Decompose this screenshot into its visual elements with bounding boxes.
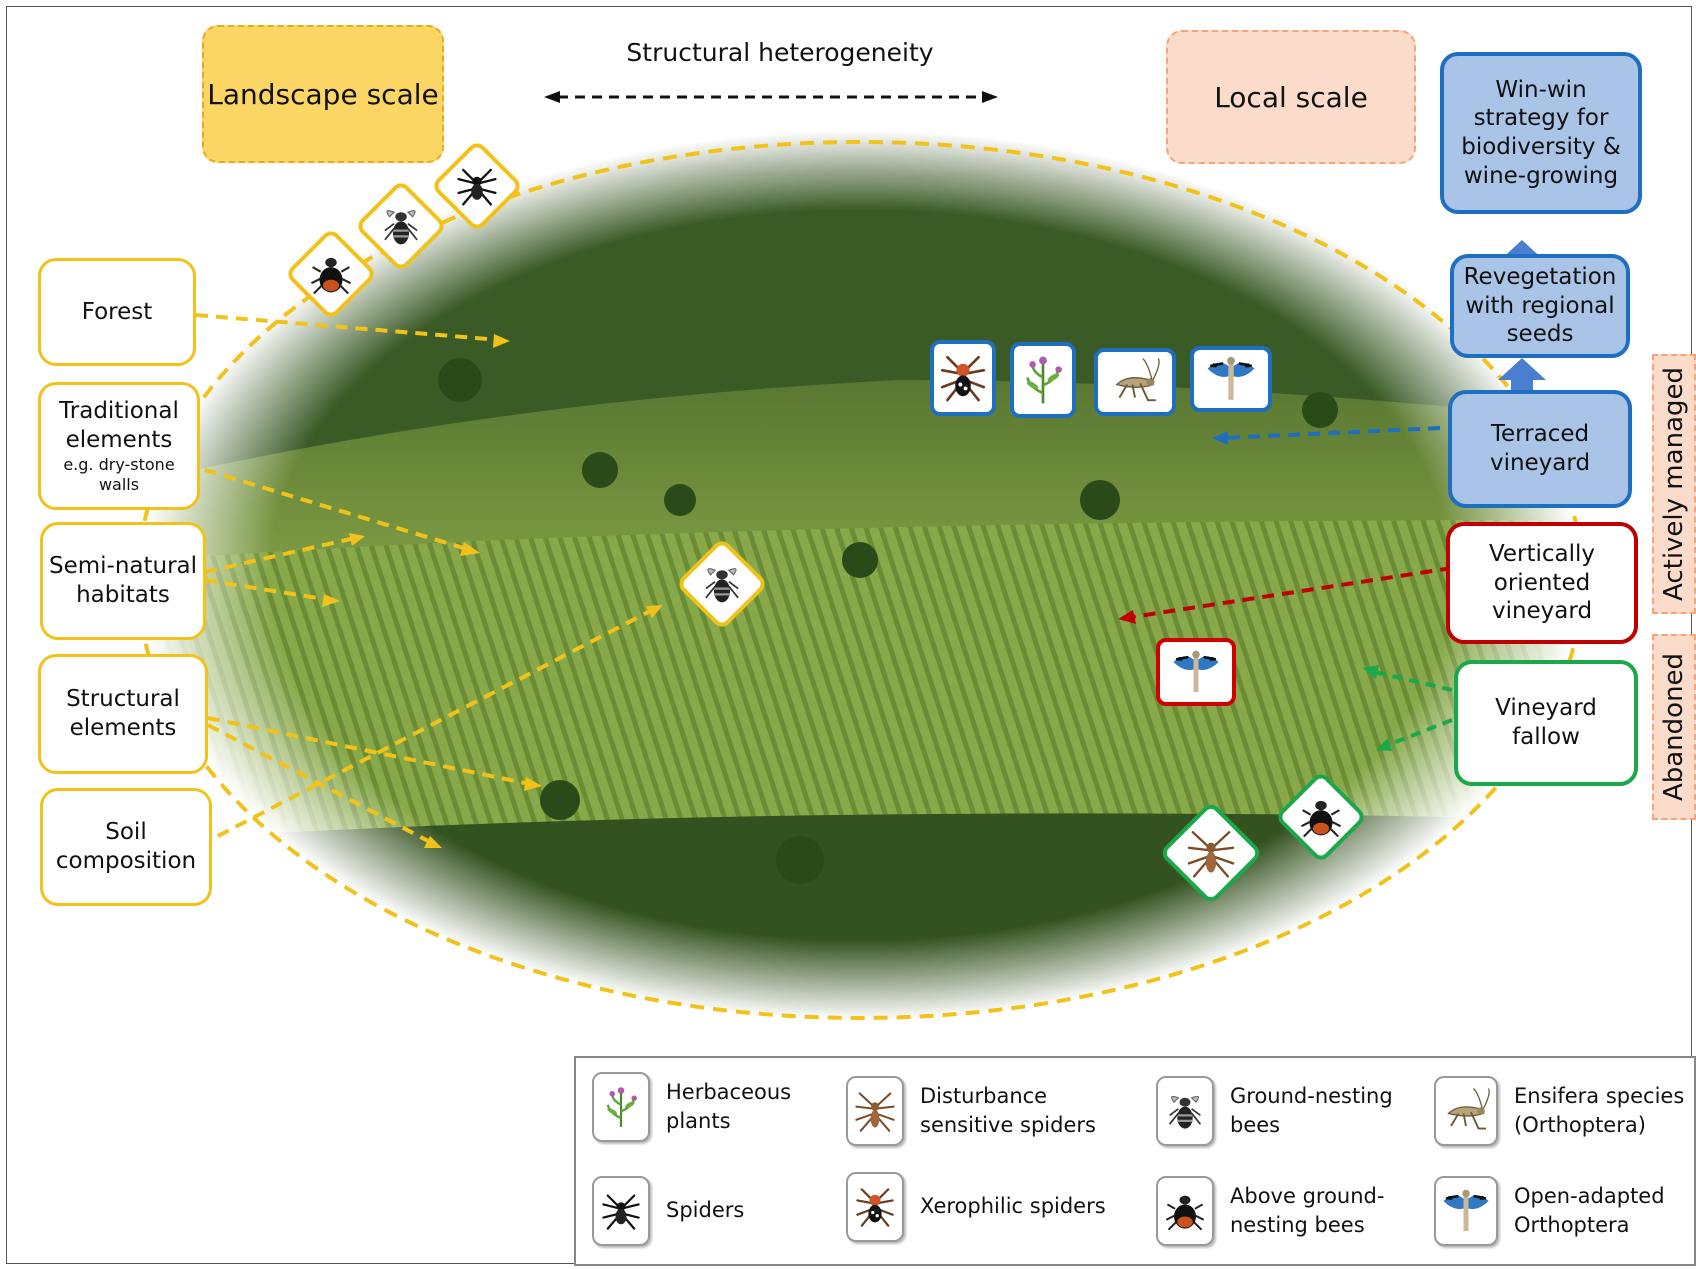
disturbance-spider-icon xyxy=(846,1076,904,1146)
badge-herbaceous-plant xyxy=(1010,342,1076,418)
terraced-vineyard: Terraced vineyard xyxy=(1448,390,1632,508)
revegetation-regional-seeds: Revegetation with regional seeds xyxy=(1450,254,1630,358)
above-bee-icon xyxy=(308,251,354,297)
ensifera-icon xyxy=(1434,1076,1498,1146)
ground-bee-icon xyxy=(699,561,745,607)
badge-open-orthoptera-vertical xyxy=(1156,638,1236,706)
above-bee-icon xyxy=(1298,794,1344,840)
legend-label: Herbaceous plants xyxy=(666,1079,792,1133)
actively-managed-label: Actively managed xyxy=(1659,367,1689,601)
herbaceous-plant-icon xyxy=(1017,354,1069,406)
ensifera-icon xyxy=(1105,356,1165,408)
badge-ensifera xyxy=(1094,348,1176,416)
badge-xerophilic-spider xyxy=(930,340,996,416)
factor-structural-elements: Structural elements xyxy=(38,654,208,774)
legend-label: Above ground-nesting bees xyxy=(1230,1183,1385,1237)
open-orthoptera-icon xyxy=(1167,647,1225,697)
legend-label: Ground-nesting bees xyxy=(1230,1083,1393,1137)
open-orthoptera-icon xyxy=(1201,353,1261,405)
legend-label: Open-adapted Orthoptera xyxy=(1514,1183,1665,1237)
legend-item-ground-nesting-bees: Ground-nesting bees xyxy=(1156,1076,1410,1146)
badge-open-orthoptera xyxy=(1190,346,1272,412)
spider-icon xyxy=(454,163,500,209)
structural-heterogeneity-label: Structural heterogeneity xyxy=(626,38,934,67)
above-bee-icon xyxy=(1156,1176,1214,1246)
legend-item-disturbance-spiders: Disturbance sensitive spiders xyxy=(846,1076,1120,1146)
vertically-oriented-vineyard: Vertically oriented vineyard xyxy=(1446,522,1638,644)
xerophilic-spider-icon xyxy=(846,1172,904,1242)
ground-bee-icon xyxy=(1156,1076,1214,1146)
legend-item-xerophilic-spiders: Xerophilic spiders xyxy=(846,1172,1120,1242)
legend-item-open-orthoptera: Open-adapted Orthoptera xyxy=(1434,1176,1694,1246)
xerophilic-spider-icon xyxy=(937,352,989,404)
vineyard-fallow: Vineyard fallow xyxy=(1454,660,1638,786)
legend-item-above-ground-bees: Above ground-nesting bees xyxy=(1156,1176,1410,1246)
actively-managed-tag: Actively managed xyxy=(1652,354,1696,614)
spider-icon xyxy=(592,1176,650,1246)
disturbance-spider-icon xyxy=(1185,827,1237,879)
factor-traditional-elements: Traditional elements e.g. dry-stone wall… xyxy=(38,382,200,510)
legend-label: Ensifera species (Orthoptera) xyxy=(1514,1083,1685,1137)
legend-label: Xerophilic spiders xyxy=(920,1194,1106,1219)
factor-traditional-label: Traditional elements xyxy=(59,398,179,453)
legend-item-spiders: Spiders xyxy=(592,1176,816,1246)
local-scale-label: Local scale xyxy=(1166,30,1416,164)
factor-forest: Forest xyxy=(38,258,196,366)
abandoned-tag: Abandoned xyxy=(1652,634,1696,820)
open-orthoptera-icon xyxy=(1434,1176,1498,1246)
factor-semi-natural-habitats: Semi-natural habitats xyxy=(40,522,206,640)
herbaceous-plant-icon xyxy=(592,1072,650,1142)
ground-bee-icon xyxy=(378,203,424,249)
legend: Herbaceous plants Disturbance sensitive … xyxy=(574,1056,1696,1266)
landscape-scale-label: Landscape scale xyxy=(202,25,444,163)
factor-soil-composition: Soil composition xyxy=(40,788,212,906)
legend-item-ensifera: Ensifera species (Orthoptera) xyxy=(1434,1076,1694,1146)
win-win-strategy: Win-win strategy for biodiversity & wine… xyxy=(1440,52,1642,214)
legend-item-herbaceous-plants: Herbaceous plants xyxy=(592,1072,816,1142)
legend-label: Disturbance sensitive spiders xyxy=(920,1083,1096,1137)
factor-traditional-note: e.g. dry-stone walls xyxy=(63,454,175,494)
legend-label: Spiders xyxy=(666,1198,745,1223)
abandoned-label: Abandoned xyxy=(1659,652,1689,802)
